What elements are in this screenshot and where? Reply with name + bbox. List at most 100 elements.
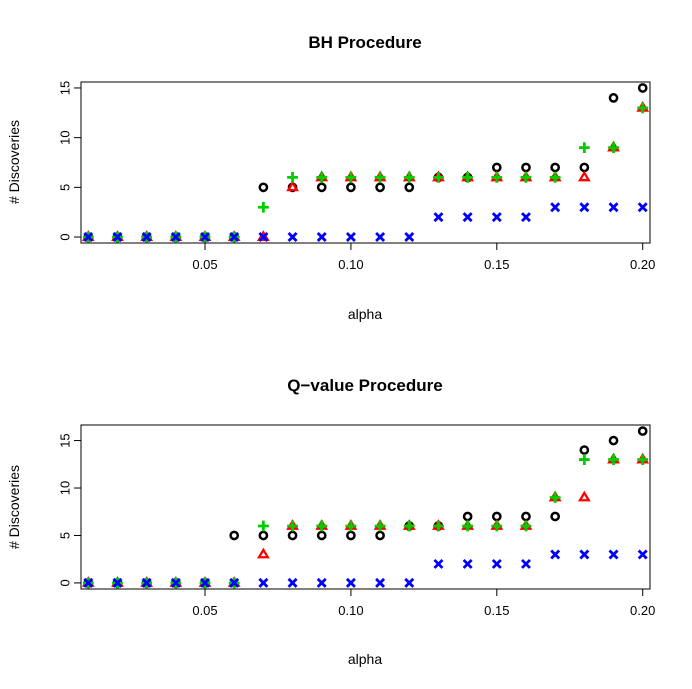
data-point-plus (257, 201, 269, 213)
data-point-circle (258, 182, 269, 193)
data-point-cross (141, 577, 152, 588)
data-point-cross (579, 549, 590, 560)
x-tick-label: 0.10 (338, 257, 363, 272)
x-tick-label: 0.05 (192, 603, 217, 618)
data-point-plus (578, 454, 590, 465)
data-point-cross (550, 202, 561, 213)
data-point-circle (375, 530, 385, 541)
data-point-plus (403, 172, 415, 183)
data-point-cross (462, 558, 473, 569)
data-point-triangle (577, 490, 591, 502)
data-point-cross (229, 577, 240, 588)
data-point-cross (433, 558, 444, 569)
data-point-cross (433, 212, 444, 223)
data-point-cross (345, 232, 356, 243)
data-point-triangle (577, 170, 591, 182)
data-point-cross (375, 577, 386, 588)
data-point-triangle (256, 547, 270, 559)
data-point-cross (375, 232, 386, 243)
data-point-cross (637, 202, 648, 213)
data-point-circle (462, 511, 473, 522)
data-point-cross (112, 577, 123, 588)
data-point-plus (433, 520, 444, 532)
data-point-cross (462, 212, 473, 223)
data-point-plus (637, 102, 649, 114)
data-point-plus (520, 172, 532, 183)
data-point-cross (520, 212, 531, 223)
data-point-cross (404, 232, 415, 243)
x-tick-label: 0.15 (484, 257, 509, 272)
x-tick-label: 0.20 (630, 257, 655, 272)
data-point-circle (608, 93, 619, 103)
data-point-circle (229, 530, 240, 541)
data-point-cross (170, 232, 181, 243)
y-tick-label: 5 (58, 184, 73, 191)
chart-title: BH Procedure (308, 33, 421, 52)
data-point-cross (404, 577, 415, 588)
data-point-cross (141, 232, 152, 243)
data-point-cross (170, 577, 181, 588)
data-point-cross (491, 558, 502, 569)
data-point-circle (287, 530, 298, 541)
y-tick-label: 0 (58, 579, 73, 586)
data-point-plus (462, 520, 474, 532)
data-point-cross (608, 549, 619, 560)
y-axis: 0 5 10 15 (58, 433, 82, 587)
data-point-cross (200, 232, 211, 243)
y-tick-label: 15 (58, 433, 73, 447)
y-axis-label: # Discoveries (6, 120, 22, 204)
data-point-cross (112, 232, 123, 243)
data-point-cross (345, 577, 356, 588)
data-point-circle (346, 182, 356, 193)
y-tick-label: 10 (58, 481, 73, 495)
data-point-plus (287, 172, 298, 183)
data-point-plus (433, 172, 444, 183)
data-point-circle (491, 511, 502, 522)
x-tick-label: 0.15 (484, 603, 509, 618)
plot-box (80, 424, 651, 590)
data-point-plus (374, 520, 386, 532)
data-point-plus (637, 454, 649, 465)
data-point-plus (549, 172, 561, 183)
data-points (81, 426, 650, 589)
y-tick-label: 10 (58, 130, 73, 144)
data-point-plus (462, 172, 474, 183)
data-point-plus (403, 520, 415, 532)
data-point-cross (316, 577, 327, 588)
data-point-plus (491, 520, 503, 532)
data-point-plus (345, 520, 357, 532)
plot-box (80, 81, 651, 244)
data-point-cross (579, 202, 590, 213)
data-point-cross (316, 232, 327, 243)
data-point-plus (608, 454, 619, 465)
data-point-circle (316, 182, 327, 193)
data-point-cross (550, 549, 561, 560)
data-point-cross (637, 549, 648, 560)
y-tick-label: 0 (58, 233, 73, 240)
data-point-plus (578, 142, 590, 153)
data-point-circle (346, 530, 356, 541)
data-point-circle (579, 162, 590, 173)
y-tick-label: 5 (58, 532, 73, 539)
data-point-circle (316, 530, 327, 541)
data-point-cross (229, 232, 240, 243)
data-point-plus (257, 520, 269, 532)
data-point-circle (637, 426, 648, 436)
data-point-circle (521, 162, 531, 173)
x-tick-label: 0.10 (338, 603, 363, 618)
data-point-plus (287, 520, 298, 532)
data-point-circle (637, 83, 648, 93)
data-point-plus (316, 172, 328, 183)
data-point-cross (287, 577, 298, 588)
data-point-cross (491, 212, 502, 223)
x-axis-label: alpha (348, 651, 382, 667)
data-point-circle (491, 162, 502, 173)
data-point-circle (375, 182, 385, 193)
data-point-cross (83, 232, 94, 243)
data-point-circle (608, 435, 619, 446)
x-axis-label: alpha (348, 306, 382, 322)
data-point-cross (258, 232, 269, 243)
